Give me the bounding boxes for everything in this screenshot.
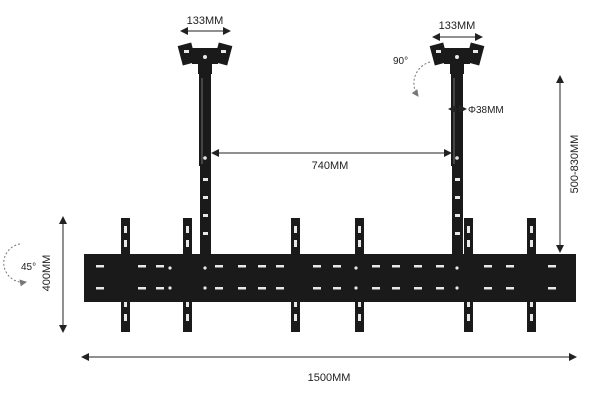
label-bracket-height: 400MM <box>41 255 53 292</box>
dim-plate-width-right: 133MM <box>432 20 483 41</box>
label-pole-spacing: 740MM <box>312 160 349 172</box>
label-height-range: 500-830MM <box>569 135 581 194</box>
swivel-angle-indicator: 90° <box>393 56 431 97</box>
dim-total-width: 1500MM <box>81 353 577 384</box>
tilt-angle-indicator: 45° <box>3 243 36 287</box>
left-ceiling-plate <box>177 42 233 74</box>
dim-pole-diameter: Φ38MM <box>448 105 504 116</box>
label-swivel-angle: 90° <box>393 56 408 67</box>
label-plate-width-left: 133MM <box>187 15 224 27</box>
right-ceiling-plate <box>429 42 485 74</box>
label-tilt-angle: 45° <box>21 262 36 273</box>
right-pole <box>451 74 463 254</box>
dim-bracket-height: 400MM <box>41 216 67 333</box>
label-total-width: 1500MM <box>308 372 351 384</box>
horizontal-rail <box>84 254 576 302</box>
dim-pole-spacing: 740MM <box>211 149 452 172</box>
dim-plate-width-left: 133MM <box>180 15 231 35</box>
label-plate-width-right: 133MM <box>439 20 476 32</box>
left-pole <box>199 74 211 254</box>
dim-height-range: 500-830MM <box>556 75 581 253</box>
label-pole-diameter: Φ38MM <box>468 105 504 116</box>
